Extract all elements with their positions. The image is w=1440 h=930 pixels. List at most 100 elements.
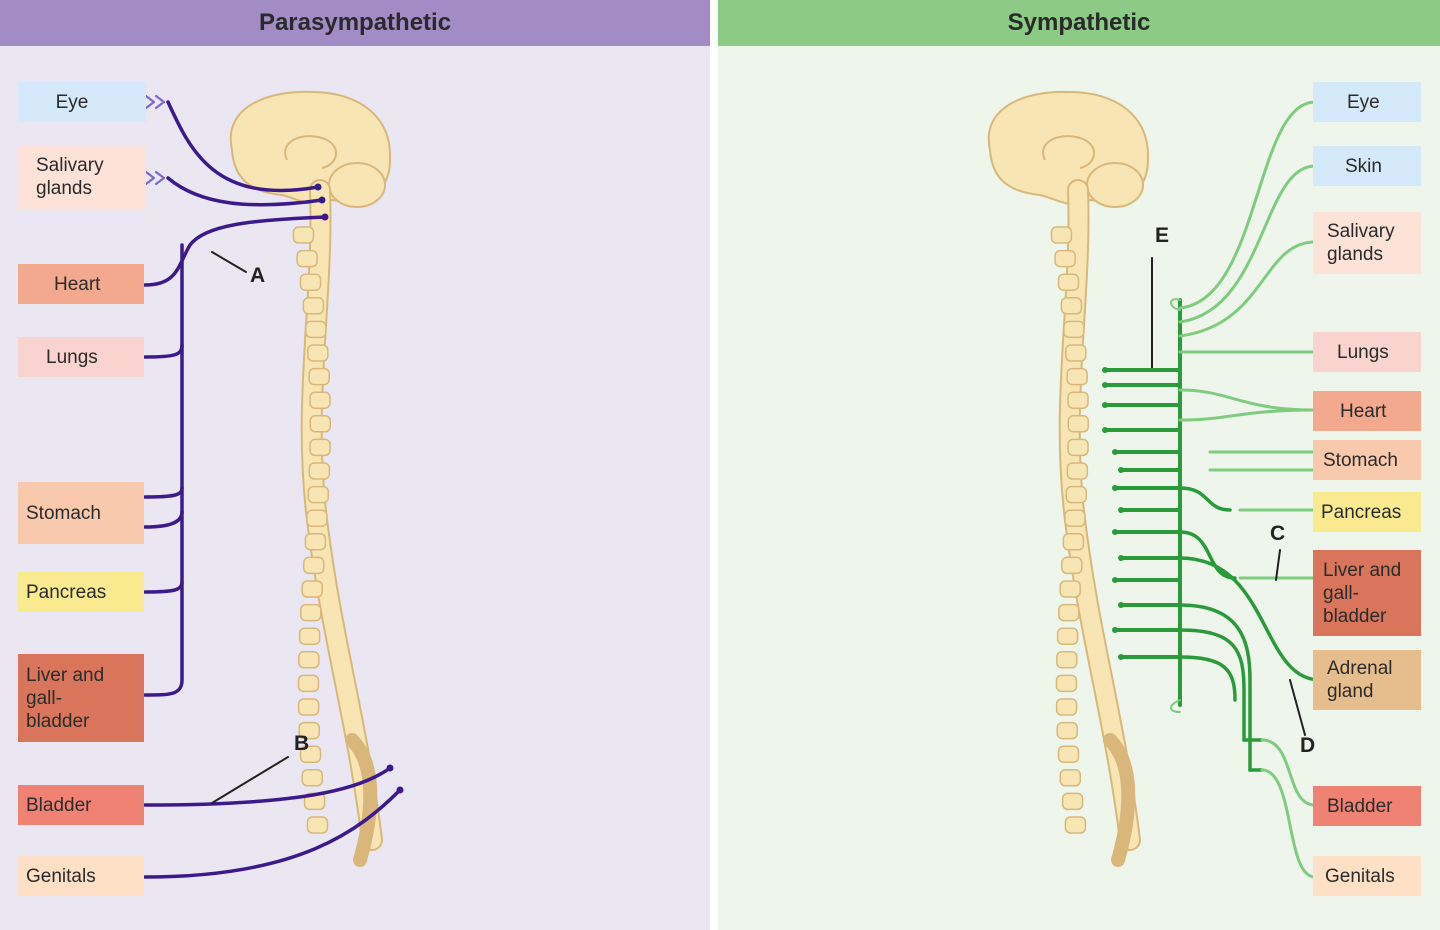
para-organ-salivary-glands: Salivary glands [18,145,146,209]
symp-organ-bladder: Bladder [1313,786,1421,826]
para-vertebra [297,698,320,716]
symp-vertebra [1065,344,1087,362]
para-organ-bladder-label: Bladder [26,794,92,816]
para-nerve-pancreas [143,580,184,594]
symp-post-eye [1178,100,1317,310]
para-organ-liver-label: Liver and gall-bladder [26,664,105,732]
symp-vertebra [1057,273,1080,291]
para-nerve-stomach-2 [143,510,184,529]
para-organ-genitals-label: Genitals [26,865,96,887]
symp-vertebra [1066,367,1088,386]
symp-vertebra [1056,627,1079,645]
para-vertebra [300,603,322,622]
para-cerebellum [328,162,386,208]
para-vertebra [306,816,329,834]
symp-vertebra [1063,320,1085,339]
symp-vertebra [1064,816,1087,834]
para-vertebra [299,273,322,291]
symp-vertebra [1050,226,1073,244]
para-sacrum [345,733,378,867]
para-nerve-lungs [143,343,184,359]
para-vertebra [307,344,329,362]
para-vertebra [307,485,330,504]
symp-fiber-origin [1112,627,1118,633]
symp-organ-lungs: Lungs [1313,332,1421,372]
para-nerve-origin [396,786,404,794]
symp-fiber-origin [1118,555,1124,561]
symp-brain-fold [1042,135,1095,169]
para-vertebra [309,415,332,433]
symp-fiber-lower-1 [1178,603,1252,772]
symp-vertebra [1056,721,1079,740]
para-vertebra [305,320,327,339]
para-nerve-origin [321,213,329,221]
symp-vertebra [1058,603,1080,622]
symp-organ-genitals-label: Genitals [1325,865,1395,887]
para-organ-stomach-label: Stomach [26,502,101,524]
symp-organ-genitals: Genitals [1313,856,1421,896]
symp-chain-loop [1170,298,1181,311]
symp-organ-pancreas-label: Pancreas [1321,501,1402,523]
symp-fiber-origin [1102,367,1108,373]
symp-cerebellum [1086,162,1144,208]
symp-fiber-origin [1118,507,1124,513]
symp-fiber-pancreas [1178,486,1232,512]
symp-fiber-origin [1118,467,1124,473]
symp-sacrum [1103,733,1136,867]
label-e: E [1155,224,1170,247]
symp-organ-eye-label: Eye [1347,91,1380,113]
para-vertebra [306,509,328,527]
symp-organ-eye: Eye [1313,82,1421,122]
para-nerve-vagus-top [143,215,327,287]
para-organ-heart-label: Heart [54,273,101,295]
symp-vertebra [1059,769,1082,787]
symp-fiber-liver [1178,530,1237,580]
para-organ-lungs-label: Lungs [46,346,98,368]
symp-fiber-origin [1112,485,1118,491]
symp-vertebra [1067,391,1089,409]
para-nerve-salivary [166,176,324,207]
symp-organ-adrenal-label: Adrenal gland [1327,658,1393,702]
symp-post-genitals [1260,768,1317,879]
para-nerve-vagus-trunk [143,243,184,697]
symp-vertebra [1055,674,1078,693]
label-d-leader [1289,679,1306,736]
label-a: A [250,264,266,287]
symp-chain-loop [1170,699,1181,713]
para-vertebra [303,556,325,575]
para-nerve-bladder [143,766,392,807]
symp-vertebra [1059,580,1081,598]
para-vertebra [302,297,325,315]
symp-vertebra [1062,533,1085,551]
parasympathetic-title: Parasympathetic [0,0,710,46]
para-organ-lungs: Lungs [18,337,144,377]
para-vertebra [298,627,321,645]
symp-organ-salivary-glands: Salivary glands [1313,212,1421,274]
para-brain-fold [284,135,337,169]
symp-fiber-origin [1102,427,1108,433]
symp-vertebra [1056,651,1078,669]
symp-fiber-origin [1112,449,1118,455]
symp-post-salivary [1178,240,1317,338]
symp-fiber-origin [1112,577,1118,583]
symp-vertebra [1061,556,1083,575]
para-organ-pancreas: Pancreas [18,572,144,612]
label-b-leader [211,756,289,804]
para-organ-genitals: Genitals [18,856,144,896]
symp-organ-lungs-label: Lungs [1337,341,1389,363]
label-b: B [294,732,310,755]
para-vertebra [309,438,331,457]
symp-organ-heart: Heart [1313,391,1421,431]
para-organ-stomach: Stomach [18,482,144,544]
sympathetic-title: Sympathetic [718,0,1440,46]
para-organ-eye-label: Eye [55,91,89,113]
label-d: D [1300,734,1316,757]
para-vertebra [296,249,318,268]
para-vertebra [298,651,320,669]
symp-fiber-origin [1118,602,1124,608]
para-nerve-origin [318,196,326,204]
symp-vertebra [1064,509,1086,527]
para-nerve-stomach-1 [143,486,184,499]
symp-organ-bladder-label: Bladder [1327,795,1393,817]
